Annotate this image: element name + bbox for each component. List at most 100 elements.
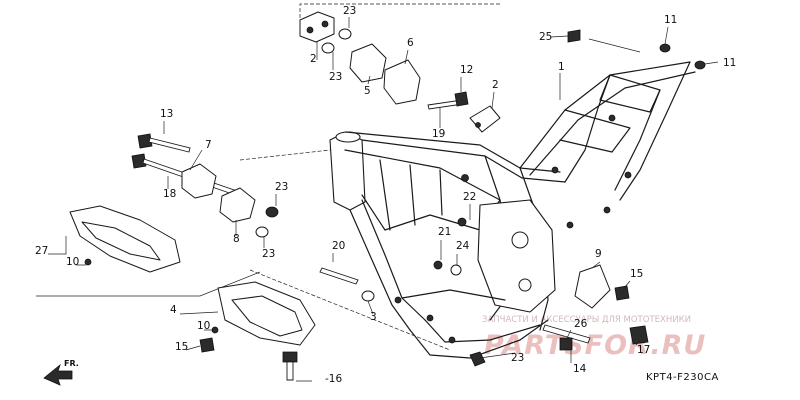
- frame-bolt: [448, 336, 456, 344]
- frame-bolt: [426, 314, 434, 322]
- top-tube-lower: [361, 139, 566, 183]
- hanger-hole: [306, 26, 314, 34]
- callout-c8: 8: [233, 233, 240, 245]
- callout-c15b: 15: [175, 341, 188, 353]
- front-label: FR.: [64, 359, 79, 368]
- bolt-16: [286, 359, 294, 381]
- hanger-hole: [321, 20, 329, 28]
- bolt-18-head: [131, 153, 147, 169]
- engine-hanger-6: [383, 59, 421, 105]
- nut-23: [469, 351, 486, 367]
- bolt-20: [319, 267, 359, 285]
- bolt-10: [84, 258, 92, 266]
- watermark-tagline: ЗАПЧАСТИ И АКСЕССУАРЫ ДЛЯ МОТОТЕХНИКИ: [482, 315, 691, 325]
- callout-leaders: [48, 17, 719, 382]
- callout-c25: 25: [539, 31, 552, 43]
- nut-17: [629, 325, 649, 345]
- upper-engine-hangers: [299, 11, 501, 133]
- callout-c3: 3: [370, 311, 377, 323]
- engine-guard-4: [199, 281, 316, 381]
- frame-bolt: [603, 206, 611, 214]
- down-tube-left: [349, 209, 411, 331]
- callout-c7: 7: [205, 139, 212, 151]
- rear-loop-right: [619, 61, 691, 201]
- frame-bolt: [461, 174, 469, 182]
- bolt-13-head: [137, 133, 153, 149]
- frame-gusset: [344, 149, 501, 231]
- callout-c11a: 11: [664, 14, 677, 26]
- callout-c17: 17: [637, 344, 650, 356]
- callout-c23a: 23: [343, 5, 356, 17]
- watermark: ЗАПЧАСТИ И АКСЕССУАРЫ ДЛЯ МОТОТЕХНИКИ PA…: [482, 315, 706, 361]
- callout-c26: 26: [574, 318, 588, 330]
- clip-25: [567, 29, 581, 43]
- collar-26: [559, 337, 573, 351]
- collar-23: [338, 28, 352, 40]
- pivot-plate: [477, 199, 556, 313]
- rear-loop-left: [564, 74, 611, 183]
- frame-bolt: [566, 221, 574, 229]
- nut-11: [694, 60, 706, 70]
- watermark-brand: PARTSFOR.RU: [484, 330, 706, 361]
- frame-bolt: [624, 171, 632, 179]
- callout-c10b: 10: [197, 320, 210, 332]
- engine-hanger-7: [181, 163, 217, 199]
- callout-c24: 24: [456, 240, 470, 252]
- collar-24: [450, 264, 462, 276]
- main-frame: [329, 61, 696, 359]
- collar-3: [361, 290, 375, 302]
- front-arrow-icon: [43, 363, 73, 386]
- engine-hanger-5: [349, 43, 387, 83]
- callout-labels: 2322365122192511111137182323822212420915…: [35, 5, 736, 385]
- skid-plate-group-line: [36, 271, 261, 297]
- engine-hanger-2-top: [299, 11, 335, 43]
- frame-bolt: [551, 166, 559, 174]
- callout-c2b: 2: [492, 79, 499, 91]
- hanger-hole: [475, 122, 481, 128]
- nut-22: [457, 217, 467, 227]
- lower-cradle: [409, 319, 549, 359]
- nut-23: [265, 206, 279, 218]
- engine-mount-rail: [401, 289, 506, 301]
- callout-c1: 1: [558, 61, 565, 73]
- callout-c19: 19: [432, 128, 445, 140]
- top-tube: [345, 131, 561, 173]
- pivot-hole: [511, 231, 529, 249]
- seat-rail-crossmember: [599, 74, 661, 113]
- callout-c15a: 15: [630, 268, 643, 280]
- callout-c12: 12: [460, 64, 473, 76]
- steering-head: [329, 131, 366, 211]
- down-tube-right: [361, 199, 426, 321]
- callout-c11b: 11: [723, 57, 736, 69]
- engine-hanger-8: [219, 187, 256, 223]
- callout-c23d: 23: [262, 248, 275, 260]
- callout-c23e: 23: [511, 352, 524, 364]
- rear-mount-parts: [319, 29, 706, 367]
- callout-c4: 4: [170, 304, 177, 316]
- pivot-hole-lower: [518, 278, 532, 292]
- callout-c10a: 10: [66, 256, 79, 268]
- seat-rail-left: [519, 61, 691, 169]
- seat-rail-right: [529, 71, 696, 176]
- skid-plate-face: [81, 221, 161, 261]
- front-engine-hangers: [131, 133, 279, 238]
- lower-cradle-inner: [424, 319, 541, 343]
- callout-c5: 5: [364, 85, 371, 97]
- callout-c23c: 23: [275, 181, 288, 193]
- front-direction-marker: FR.: [43, 359, 79, 386]
- bolt-13: [148, 137, 191, 153]
- collar-23: [255, 226, 269, 238]
- bolt-16-head: [282, 351, 298, 363]
- bolt-15: [199, 337, 215, 353]
- bolt-14: [542, 324, 591, 344]
- callout-c13: 13: [160, 108, 173, 120]
- callout-c2a: 2: [310, 53, 317, 65]
- bracket-9: [574, 264, 611, 309]
- engine-hanger-2-right: [469, 105, 501, 133]
- diagram-code: KPT4-F230CA: [646, 372, 719, 383]
- callout-c14: 14: [573, 363, 587, 375]
- nut-21: [433, 260, 443, 270]
- callout-c9: 9: [595, 248, 602, 260]
